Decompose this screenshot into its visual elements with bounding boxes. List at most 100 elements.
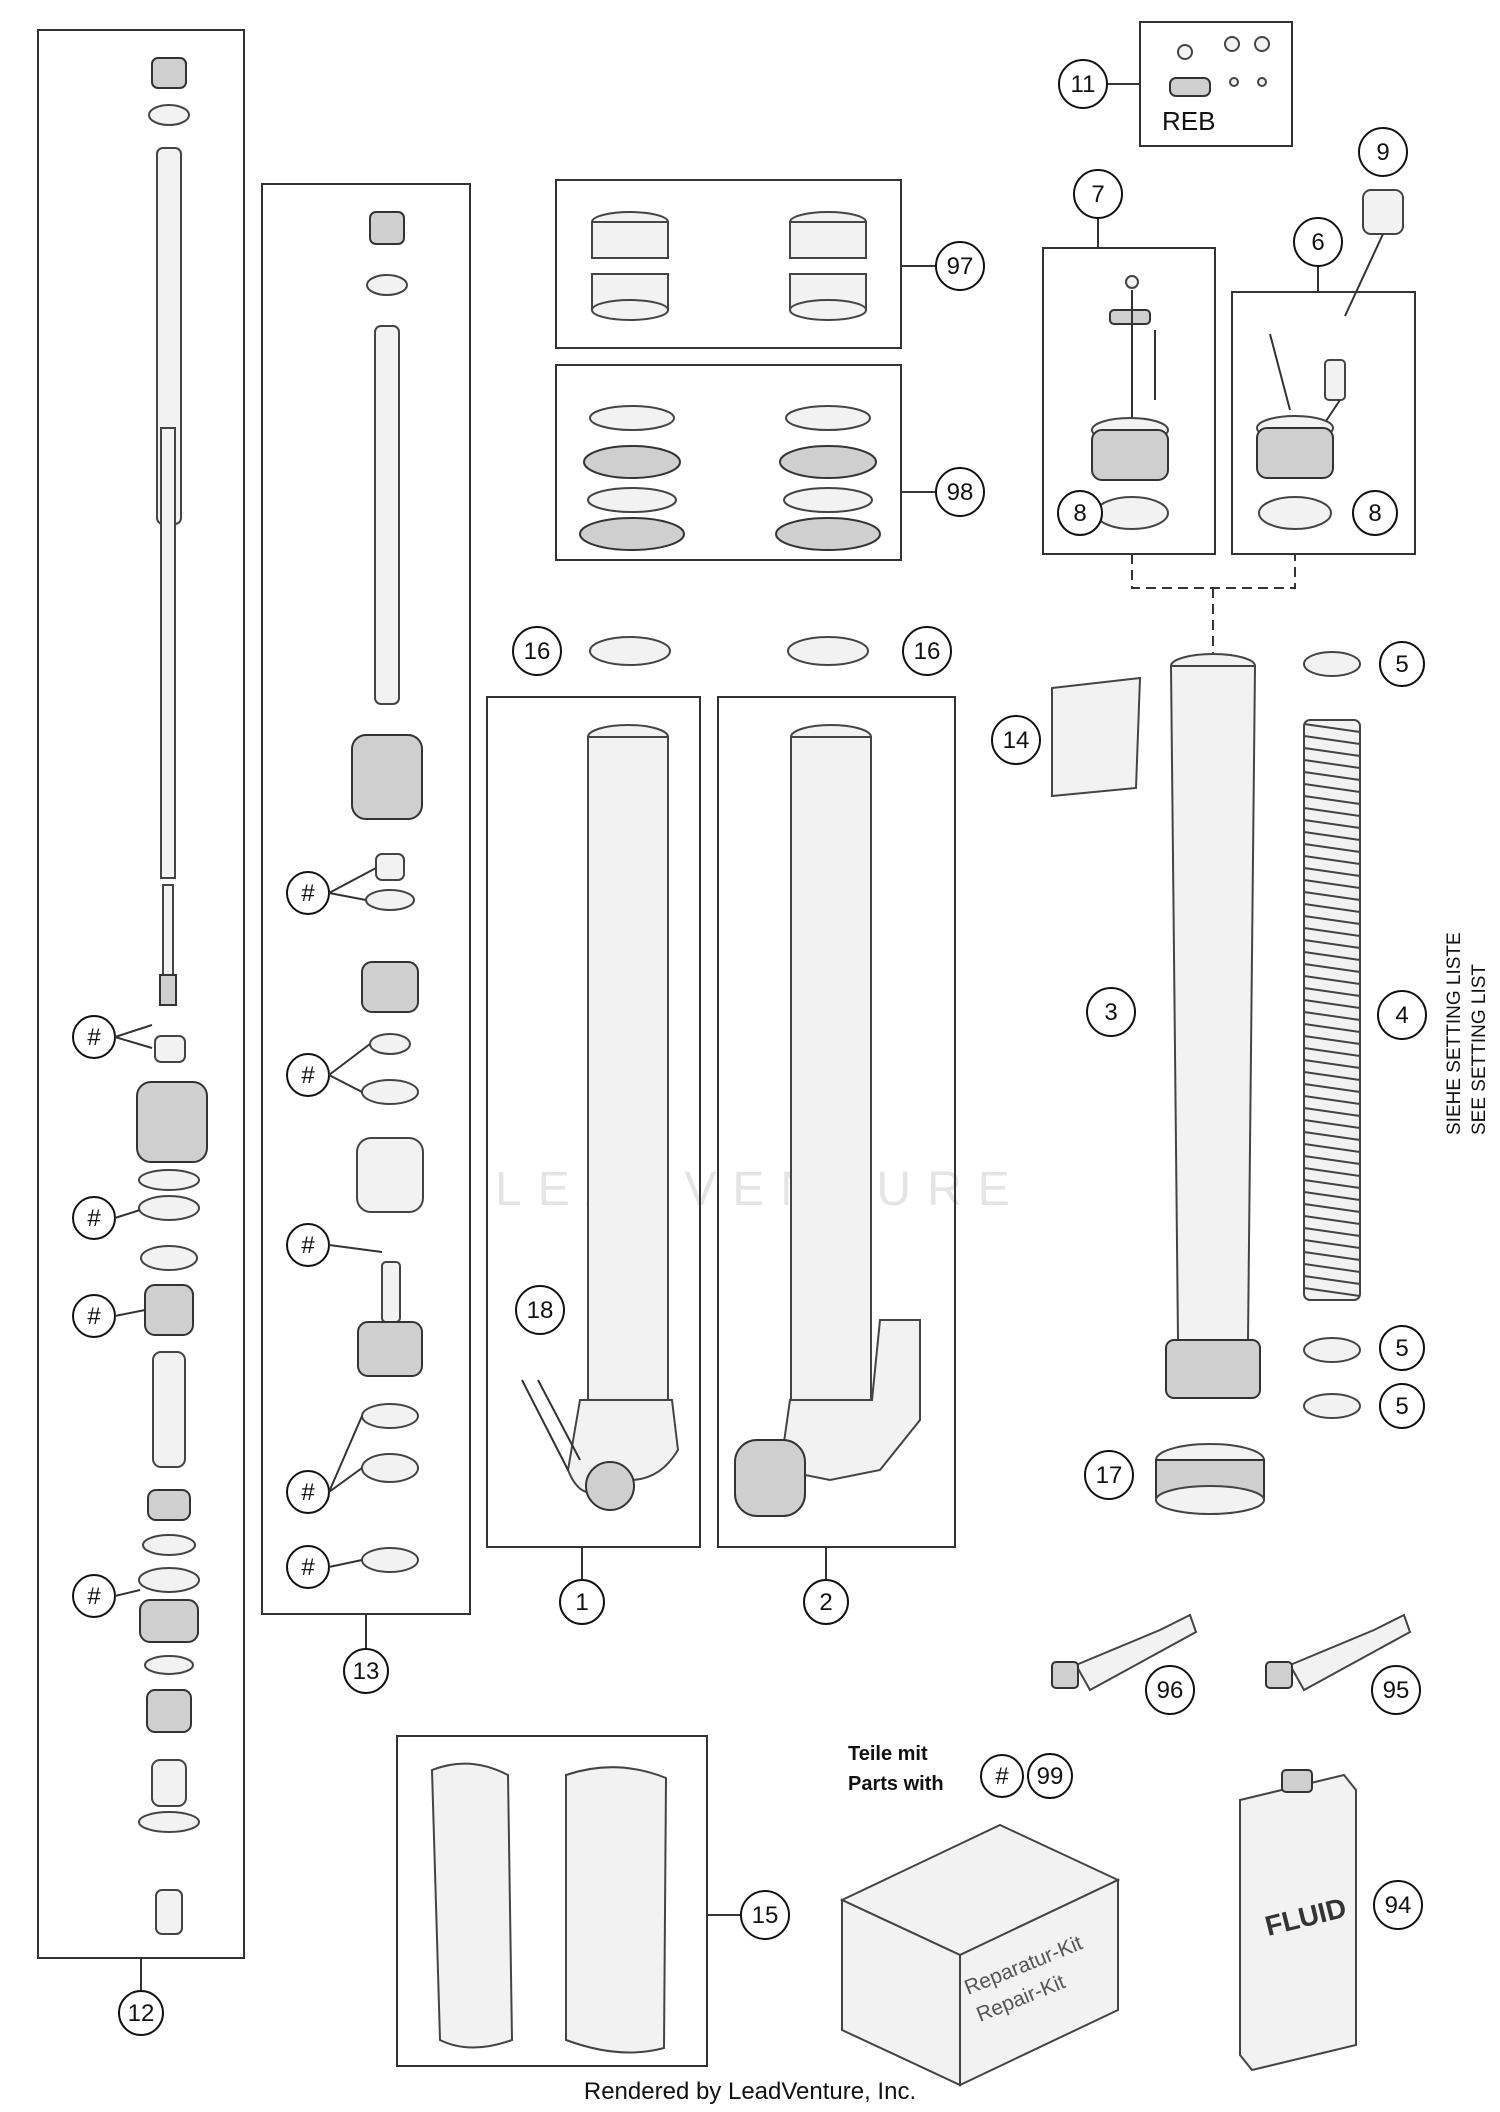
parts-note-en: Parts with	[848, 1773, 944, 1795]
svg-text:7: 7	[1091, 181, 1104, 208]
hash-marker-12a: #	[72, 1015, 153, 1059]
cap-6	[1256, 333, 1346, 479]
hash-marker-13c: #	[286, 1223, 383, 1267]
valve-9	[1344, 189, 1404, 317]
svg-text:94: 94	[1385, 1892, 1412, 1919]
bushings-97	[591, 211, 867, 321]
callout-11: 11	[1058, 59, 1108, 109]
hash-marker-13a: #	[286, 867, 377, 915]
callout-3: 3	[1086, 987, 1136, 1037]
cap-7	[1091, 275, 1169, 481]
svg-text:5: 5	[1395, 1393, 1408, 1420]
callout-14: 14	[991, 715, 1041, 765]
callout-17: 17	[1084, 1450, 1134, 1500]
svg-text:17: 17	[1096, 1462, 1123, 1489]
watermark-text: LEADVENTURE	[495, 1163, 1026, 1216]
connector-caps	[1131, 554, 1296, 589]
hash-marker-13b: #	[286, 1043, 371, 1097]
callout-99: 99	[1027, 1753, 1073, 1799]
callout-1: 1	[559, 1579, 605, 1625]
repair-kit-box	[839, 1823, 1121, 2087]
svg-text:#: #	[995, 1763, 1009, 1790]
cartridge-13-parts	[351, 211, 424, 1573]
reb-parts-11	[1169, 36, 1270, 97]
callout-8-right: 8	[1352, 490, 1398, 536]
ring-16-right	[787, 636, 869, 666]
svg-text:1: 1	[575, 1589, 588, 1616]
svg-text:5: 5	[1395, 1335, 1408, 1362]
svg-text:#: #	[301, 880, 315, 907]
footer-credit: Rendered by LeadVenture, Inc.	[583, 2078, 917, 2105]
svg-text:#: #	[301, 1554, 315, 1581]
grease-tube-95	[1265, 1613, 1412, 1692]
o-ring-8-left	[1095, 496, 1169, 530]
grease-tube-96	[1051, 1613, 1198, 1692]
fluid-can-94	[1239, 1769, 1357, 2072]
callout-7: 7	[1073, 169, 1123, 219]
svg-text:96: 96	[1157, 1677, 1184, 1704]
nut-17	[1155, 1443, 1265, 1515]
svg-text:#: #	[301, 1479, 315, 1506]
spring-seat-5-mid	[1303, 1337, 1361, 1363]
svg-text:3: 3	[1104, 999, 1117, 1026]
svg-text:16: 16	[524, 638, 551, 665]
svg-text:#: #	[87, 1024, 101, 1051]
svg-text:9: 9	[1376, 139, 1389, 166]
callout-2: 2	[803, 1579, 849, 1625]
setting-list-de: SIEHE SETTING LISTE	[1444, 932, 1465, 1135]
callout-18: 18	[515, 1285, 565, 1335]
svg-text:97: 97	[947, 253, 974, 280]
callout-16-left: 16	[512, 626, 562, 676]
reb-label: REB	[1162, 106, 1215, 136]
svg-text:12: 12	[128, 2000, 155, 2027]
seals-98	[579, 405, 881, 551]
hash-marker-13e: #	[286, 1545, 363, 1589]
svg-text:14: 14	[1003, 727, 1030, 754]
callout-6: 6	[1293, 217, 1343, 267]
parts-note-de: Teile mit	[848, 1743, 928, 1765]
spring-seat-5-top	[1303, 651, 1361, 677]
callout-5-top: 5	[1379, 641, 1425, 687]
outer-tube-2	[734, 724, 921, 1517]
box-group-15	[396, 1735, 708, 2067]
callout-97: 97	[935, 241, 985, 291]
box-group-6	[1231, 291, 1416, 555]
callout-13: 13	[343, 1648, 389, 1694]
callout-15: 15	[740, 1890, 790, 1940]
inner-tube-3	[1165, 653, 1261, 1399]
svg-text:#: #	[301, 1232, 315, 1259]
callout-9: 9	[1358, 127, 1408, 177]
spring-coils	[1303, 723, 1361, 1297]
setting-list-en: SEE SETTING LIST	[1469, 964, 1490, 1135]
svg-text:11: 11	[1071, 71, 1096, 98]
callout-5-low: 5	[1379, 1383, 1425, 1429]
svg-text:16: 16	[914, 638, 941, 665]
svg-text:2: 2	[819, 1589, 832, 1616]
hash-marker-12d: #	[72, 1574, 141, 1618]
svg-text:15: 15	[752, 1902, 779, 1929]
box-group-12	[37, 29, 245, 1959]
callout-12: 12	[118, 1990, 164, 2036]
svg-text:#: #	[87, 1205, 101, 1232]
callout-96: 96	[1145, 1665, 1195, 1715]
svg-text:95: 95	[1383, 1677, 1410, 1704]
box-group-97	[555, 179, 902, 349]
hash-marker-12b: #	[72, 1196, 141, 1240]
svg-text:8: 8	[1368, 500, 1381, 527]
svg-text:8: 8	[1073, 500, 1086, 527]
o-ring-8-right	[1258, 496, 1332, 530]
callout-94: 94	[1373, 1880, 1423, 1930]
hash-marker-13d: #	[286, 1415, 363, 1514]
svg-text:4: 4	[1395, 1002, 1408, 1029]
outer-tube-1	[521, 724, 680, 1511]
svg-text:98: 98	[947, 479, 974, 506]
sticker-14	[1051, 676, 1142, 798]
svg-text:99: 99	[1037, 1763, 1064, 1790]
callout-4: 4	[1377, 990, 1427, 1040]
callout-16-right: 16	[902, 626, 952, 676]
hash-marker-99: #	[980, 1754, 1024, 1798]
callout-5-mid: 5	[1379, 1325, 1425, 1371]
svg-text:18: 18	[527, 1297, 554, 1324]
svg-text:#: #	[87, 1303, 101, 1330]
